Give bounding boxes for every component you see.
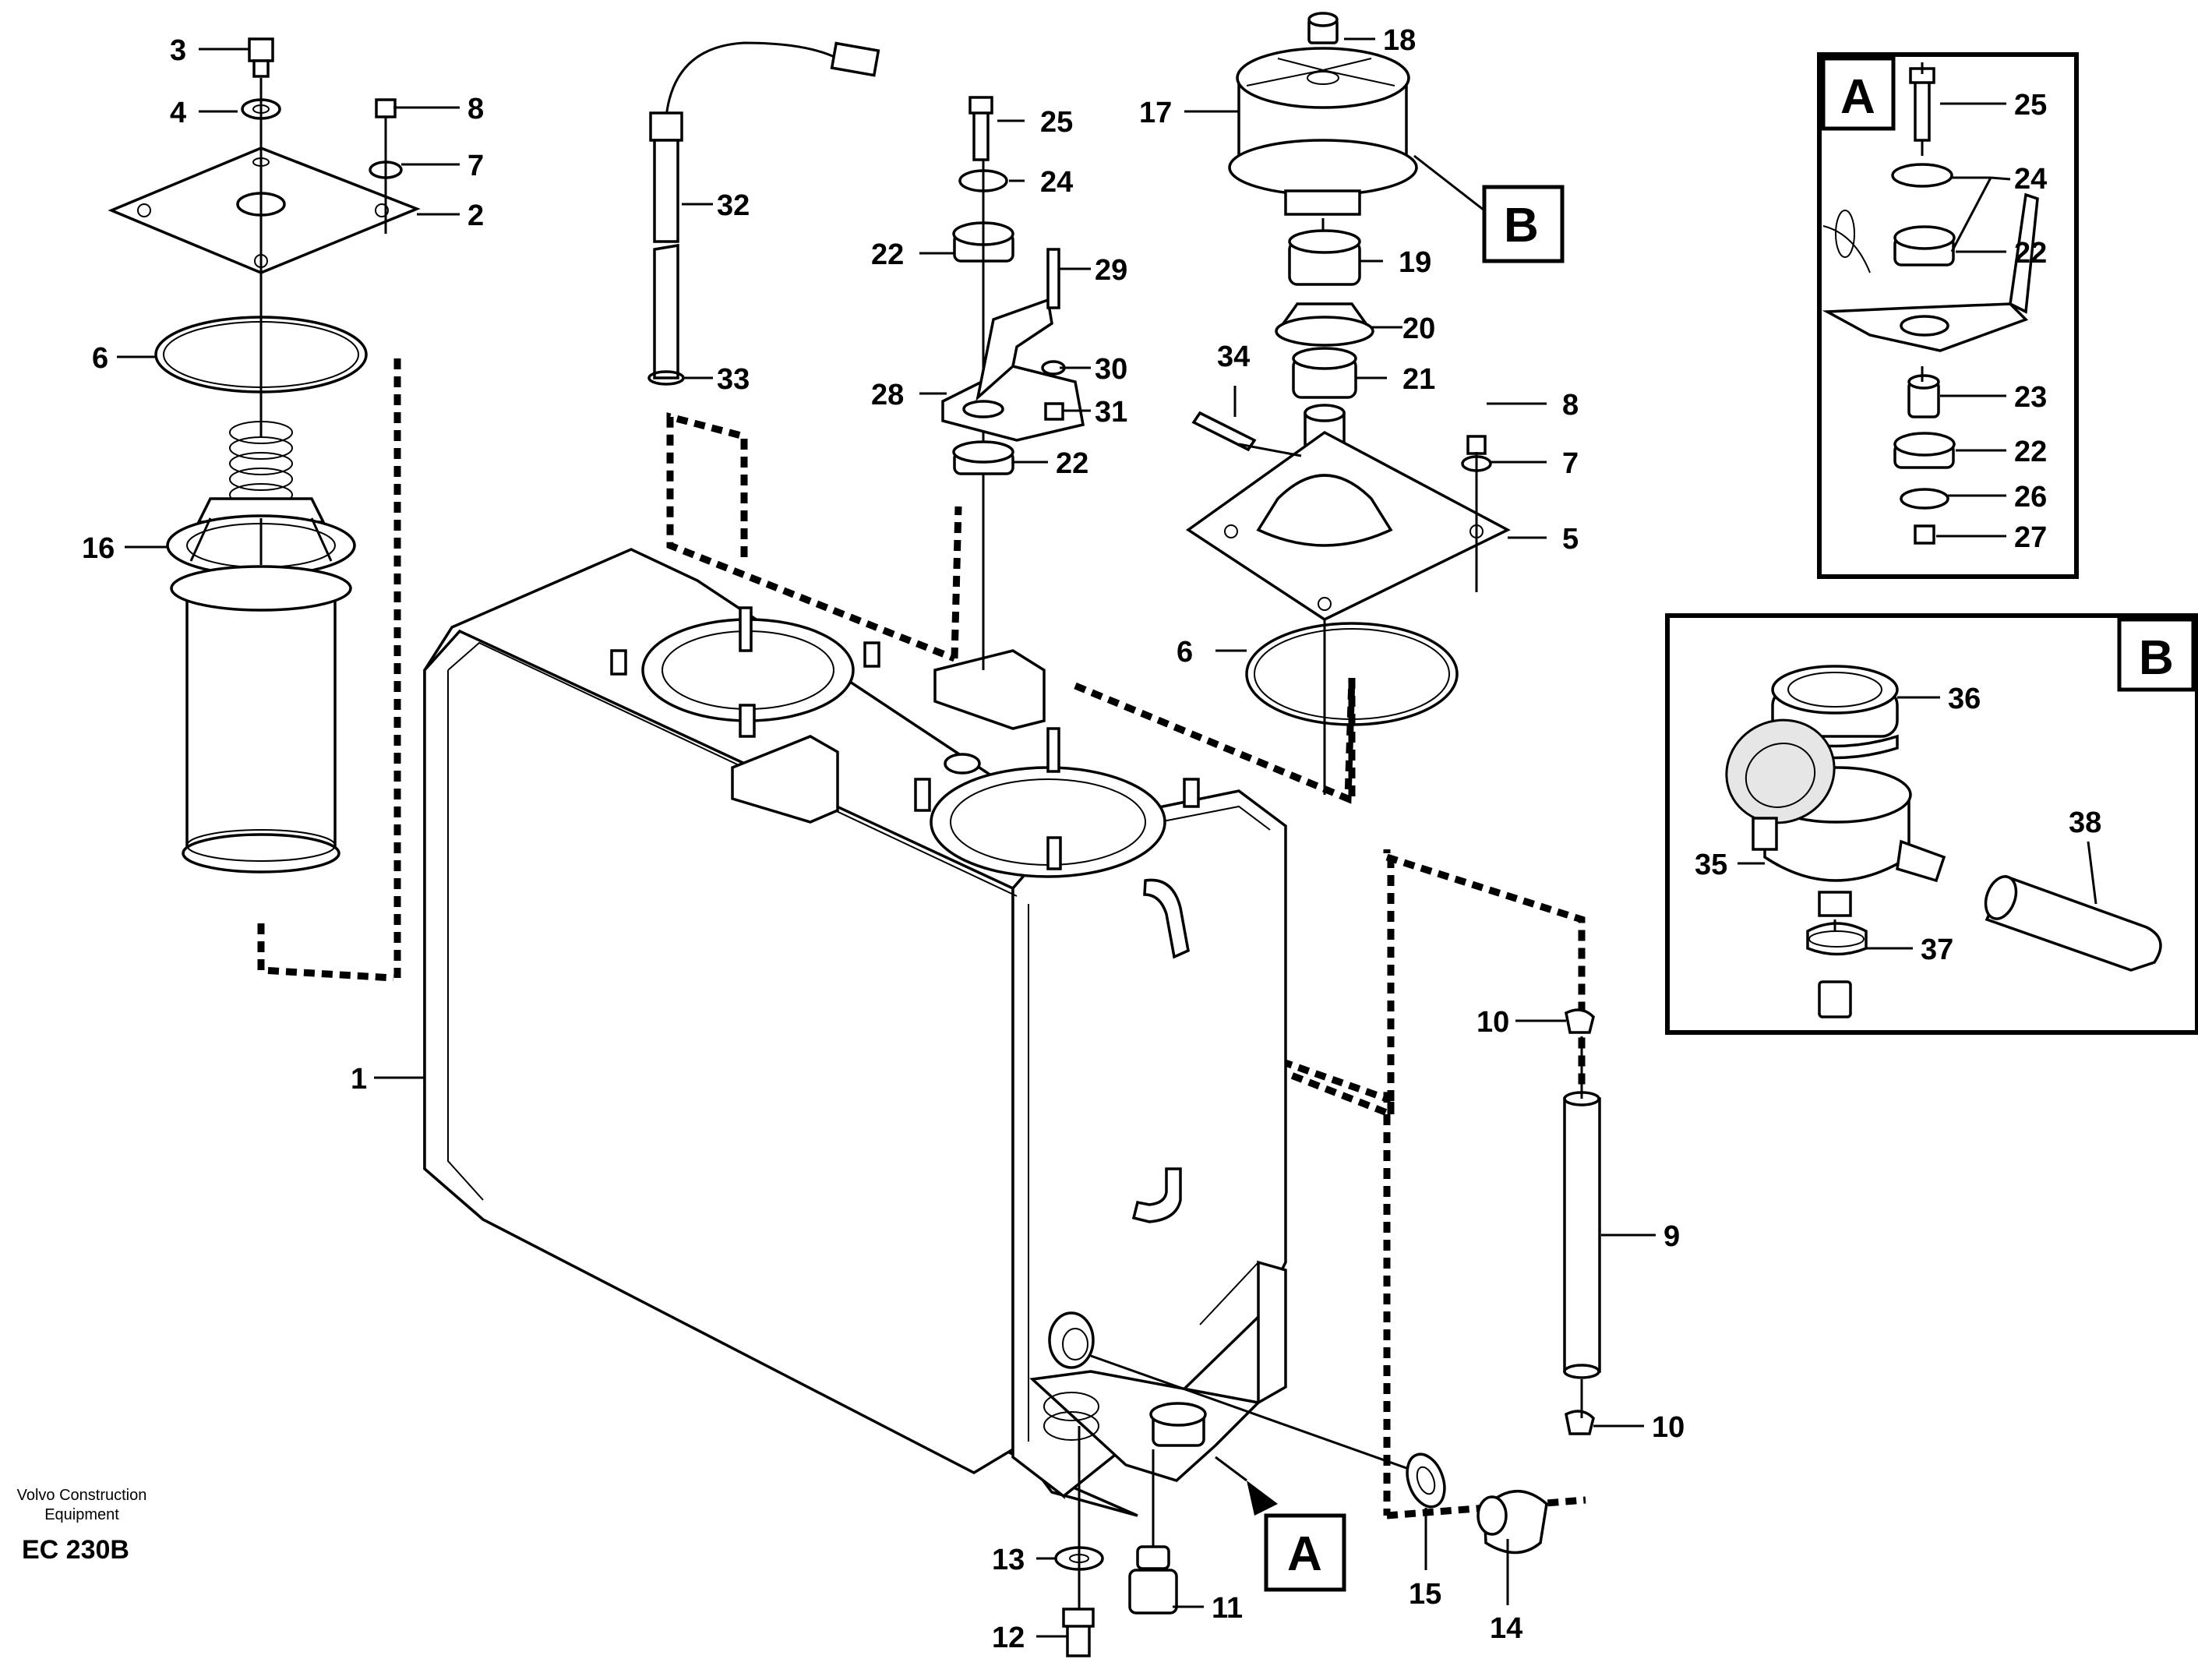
- callout-24: 24: [1040, 166, 1073, 199]
- detail-box-a-tag: A: [1840, 70, 1875, 124]
- detail-b-callout-36: 36: [1948, 683, 1981, 715]
- callout-19: 19: [1399, 246, 1431, 279]
- detail-a-callout-22-upper: 22: [2014, 237, 2047, 270]
- detail-b-callout-35: 35: [1695, 849, 1727, 881]
- detail-box-a: [1817, 52, 2079, 579]
- callout-34: 34: [1217, 341, 1250, 373]
- callout-7: 7: [467, 150, 484, 182]
- callout-14: 14: [1490, 1612, 1522, 1645]
- callout-4: 4: [170, 97, 186, 129]
- callout-3: 3: [170, 34, 186, 67]
- detail-a-callout-24: 24: [2014, 163, 2047, 196]
- callout-6-right: 6: [1177, 636, 1193, 669]
- callout-1: 1: [351, 1063, 367, 1096]
- callout-7-right: 7: [1562, 447, 1579, 480]
- callout-20: 20: [1402, 312, 1435, 345]
- level-sensor: [647, 41, 880, 386]
- callout-21: 21: [1402, 363, 1435, 396]
- callout-33: 33: [717, 363, 750, 396]
- callout-31: 31: [1095, 396, 1127, 429]
- callout-17: 17: [1139, 97, 1172, 129]
- detail-a-callout-26: 26: [2014, 481, 2047, 514]
- callout-16: 16: [82, 532, 115, 565]
- hose-assembly: [1563, 1008, 1601, 1435]
- callout-22-upper: 22: [871, 238, 904, 271]
- callout-11: 11: [1212, 1592, 1243, 1625]
- callout-18: 18: [1383, 24, 1416, 57]
- detail-a-callout-22-lower: 22: [2014, 436, 2047, 468]
- footer-company-line2: Equipment: [44, 1506, 119, 1523]
- callout-29: 29: [1095, 254, 1127, 287]
- callout-32: 32: [717, 189, 750, 222]
- callout-9: 9: [1663, 1220, 1680, 1253]
- callout-6: 6: [92, 342, 108, 375]
- detail-tag-b-main: B: [1504, 199, 1539, 252]
- detail-b-callout-38: 38: [2069, 806, 2101, 839]
- callout-13: 13: [992, 1544, 1025, 1576]
- footer-company-line1: Volvo Construction: [17, 1487, 147, 1504]
- detail-a-callout-25: 25: [2014, 89, 2047, 122]
- footer: Volvo Construction Equipment EC 230B: [17, 1487, 147, 1565]
- breather-assembly: [1185, 12, 1511, 795]
- callout-5: 5: [1562, 523, 1579, 556]
- detail-a-callout-23: 23: [2014, 381, 2047, 414]
- detail-box-b-tag: B: [2139, 631, 2174, 685]
- hydraulic-tank: [423, 548, 1442, 1517]
- callout-10-lower: 10: [1652, 1411, 1685, 1444]
- detail-tag-a-main: A: [1287, 1527, 1322, 1581]
- filter-assembly: [108, 37, 421, 874]
- callout-22-lower: 22: [1056, 447, 1088, 480]
- callout-10-upper: 10: [1477, 1006, 1509, 1039]
- footer-model: EC 230B: [22, 1535, 129, 1565]
- callout-8: 8: [467, 93, 484, 125]
- detail-box-b: [1665, 613, 2198, 1035]
- detail-b-callout-37: 37: [1921, 934, 1953, 966]
- callout-25: 25: [1040, 106, 1073, 139]
- detail-tags: B A A B: [1264, 70, 2174, 1592]
- mounting-bracket: [941, 96, 1085, 670]
- callout-15: 15: [1409, 1578, 1441, 1611]
- drain-parts: [1054, 1426, 1548, 1657]
- callout-8-right: 8: [1562, 389, 1579, 422]
- callout-2: 2: [467, 199, 484, 232]
- callout-12: 12: [992, 1622, 1025, 1654]
- callout-28: 28: [871, 379, 904, 411]
- detail-a-callout-27: 27: [2014, 521, 2047, 554]
- callout-numbers: 3 4 8 7 2 6 16 1 32 33 25 24 22 29 30 31…: [82, 24, 2101, 1654]
- callout-30: 30: [1095, 353, 1127, 386]
